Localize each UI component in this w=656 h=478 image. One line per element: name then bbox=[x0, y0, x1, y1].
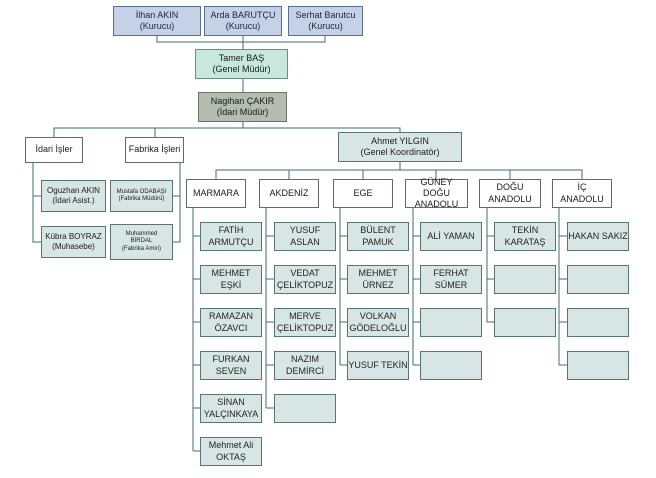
member-name: MEHMET ÜRNEZ bbox=[358, 268, 398, 290]
region-label: DOĞU ANADOLU bbox=[488, 182, 532, 204]
member-box: BÜLENT PAMUK bbox=[347, 222, 409, 251]
member-box: TEKİN KARATAŞ bbox=[494, 222, 556, 251]
member-name: VOLKAN GÖDELOĞLU bbox=[349, 311, 407, 333]
founder-role: (Kurucu) bbox=[225, 21, 261, 31]
empty-position-box bbox=[494, 265, 556, 294]
region-label: GÜNEY DOĞU ANADOLU bbox=[414, 176, 459, 210]
empty-position-box bbox=[567, 265, 629, 294]
staff-role: (Muhasebe) bbox=[52, 242, 95, 251]
empty-position-box bbox=[274, 394, 336, 423]
staff-box-oguzhan-akin: Oguzhan AKIN(İdari Asist.) bbox=[41, 180, 106, 212]
staff-box-muhammed-birdal: Muhammed BİRDAL(Fabrika Amiri) bbox=[110, 224, 173, 260]
member-name: Mehmet Ali OKTAŞ bbox=[208, 440, 254, 462]
coordinator-name: Ahmet YILGIN bbox=[371, 135, 429, 146]
region-label: MARMARA bbox=[192, 187, 239, 198]
member-box: FERHAT SÜMER bbox=[420, 265, 482, 294]
member-box: SİNAN YALÇINKAYA bbox=[200, 394, 262, 423]
region-box-ic-anadolu: İÇ ANADOLU bbox=[552, 179, 612, 208]
idari-isler-label: İdari İşler bbox=[35, 144, 73, 155]
connector-line bbox=[173, 163, 181, 243]
staff-name: Kübra BOYRAZ bbox=[45, 232, 102, 241]
empty-position-box bbox=[420, 308, 482, 337]
admin-manager-box: Nagihan ÇAKIR(İdari Müdür) bbox=[198, 92, 287, 122]
member-name: MEHMET EŞKİ bbox=[211, 268, 251, 290]
member-box: NAZIM DEMİRCİ bbox=[274, 351, 336, 380]
member-name: BÜLENT PAMUK bbox=[360, 225, 396, 247]
member-name: TEKİN KARATAŞ bbox=[504, 225, 546, 247]
general-manager-name: Tamer BAŞ bbox=[218, 52, 265, 63]
region-label: İÇ ANADOLU bbox=[560, 182, 604, 204]
connector-line bbox=[53, 127, 401, 137]
member-box: YUSUF TEKİN bbox=[347, 351, 409, 380]
region-box-akdeniz: AKDENİZ bbox=[259, 179, 319, 208]
member-name: YUSUF TEKİN bbox=[348, 359, 408, 370]
member-name: FURKAN SEVEN bbox=[212, 354, 250, 376]
region-label: AKDENİZ bbox=[269, 187, 309, 198]
general-manager-role: (Genel Müdür) bbox=[212, 64, 271, 74]
founder-name: İlhan AKIN bbox=[135, 9, 179, 20]
founder-box-ilhan-akin: İlhan AKIN(Kurucu) bbox=[113, 6, 201, 36]
admin-manager-name: Nagihan ÇAKIR bbox=[210, 95, 275, 106]
founder-name: Arda BARUTÇU bbox=[210, 9, 276, 20]
member-name: ALİ YAMAN bbox=[427, 230, 475, 241]
member-box: Mehmet Ali OKTAŞ bbox=[200, 437, 262, 466]
member-box: YUSUF ASLAN bbox=[274, 222, 336, 251]
region-box-guney-dogu-anadolu: GÜNEY DOĞU ANADOLU bbox=[405, 176, 468, 210]
region-box-marmara: MARMARA bbox=[186, 179, 246, 208]
connector-line bbox=[156, 36, 326, 43]
member-box: FURKAN SEVEN bbox=[200, 351, 262, 380]
region-label: EGE bbox=[353, 187, 373, 198]
member-box: HAKAN SAKIZ bbox=[567, 222, 629, 251]
connector-line bbox=[215, 169, 583, 179]
staff-role: (Fabrika Müdürü) bbox=[118, 196, 165, 202]
member-name: FERHAT SÜMER bbox=[433, 268, 469, 290]
empty-position-box bbox=[420, 351, 482, 380]
member-box: VOLKAN GÖDELOĞLU bbox=[347, 308, 409, 337]
member-name: YUSUF ASLAN bbox=[289, 225, 321, 247]
member-box: MEHMET ÜRNEZ bbox=[347, 265, 409, 294]
member-name: SİNAN YALÇINKAYA bbox=[203, 397, 259, 419]
staff-box-mustafa-odabasi: Mustafa ODABAŞI(Fabrika Müdürü) bbox=[110, 180, 173, 212]
member-name: FATİH ARMUTÇU bbox=[208, 225, 254, 247]
staff-name: Mustafa ODABAŞI bbox=[116, 188, 167, 195]
empty-position-box bbox=[567, 351, 629, 380]
member-box: FATİH ARMUTÇU bbox=[200, 222, 262, 251]
coordinator-box: Ahmet YILGIN(Genel Koordinatör) bbox=[338, 132, 462, 162]
member-name: RAMAZAN ÖZAVCI bbox=[208, 311, 253, 333]
staff-role: (İdari Asist.) bbox=[52, 196, 95, 205]
member-name: VEDAT ÇELİKTOPUZ bbox=[276, 268, 334, 290]
member-box: MEHMET EŞKİ bbox=[200, 265, 262, 294]
empty-position-box bbox=[567, 308, 629, 337]
staff-box-kubra-boyraz: Kübra BOYRAZ(Muhasebe) bbox=[41, 226, 106, 258]
founder-role: (Kurucu) bbox=[308, 21, 343, 31]
member-name: NAZIM DEMİRCİ bbox=[286, 354, 324, 376]
founder-box-serhat-barutcu: Serhat Barutcu(Kurucu) bbox=[288, 6, 363, 36]
staff-name: Oguzhan AKIN bbox=[47, 186, 100, 195]
empty-position-box bbox=[494, 308, 556, 337]
coordinator-role: (Genel Koordinatör) bbox=[360, 147, 440, 157]
idari-isler-box: İdari İşler bbox=[25, 137, 83, 163]
region-box-ege: EGE bbox=[333, 179, 393, 208]
founder-name: Serhat Barutcu bbox=[295, 9, 356, 20]
member-name: MERVE ÇELİKTOPUZ bbox=[276, 311, 334, 333]
fabrika-isleri-box: Fabrika İşleri bbox=[125, 137, 184, 163]
staff-name: Muhammed BİRDAL bbox=[125, 230, 158, 245]
member-box: VEDAT ÇELİKTOPUZ bbox=[274, 265, 336, 294]
member-box: RAMAZAN ÖZAVCI bbox=[200, 308, 262, 337]
admin-manager-role: (İdari Müdür) bbox=[216, 107, 269, 117]
fabrika-isleri-label: Fabrika İşleri bbox=[128, 144, 181, 155]
member-box: MERVE ÇELİKTOPUZ bbox=[274, 308, 336, 337]
connector-line bbox=[32, 163, 41, 243]
region-box-dogu-anadolu: DOĞU ANADOLU bbox=[479, 179, 541, 208]
member-name: HAKAN SAKIZ bbox=[568, 230, 628, 241]
general-manager-box: Tamer BAŞ(Genel Müdür) bbox=[195, 49, 288, 79]
member-box: ALİ YAMAN bbox=[420, 222, 482, 251]
staff-role: (Fabrika Amiri) bbox=[121, 245, 161, 252]
founder-role: (Kurucu) bbox=[139, 21, 175, 31]
founder-box-arda-barutcu: Arda BARUTÇU(Kurucu) bbox=[204, 6, 282, 36]
